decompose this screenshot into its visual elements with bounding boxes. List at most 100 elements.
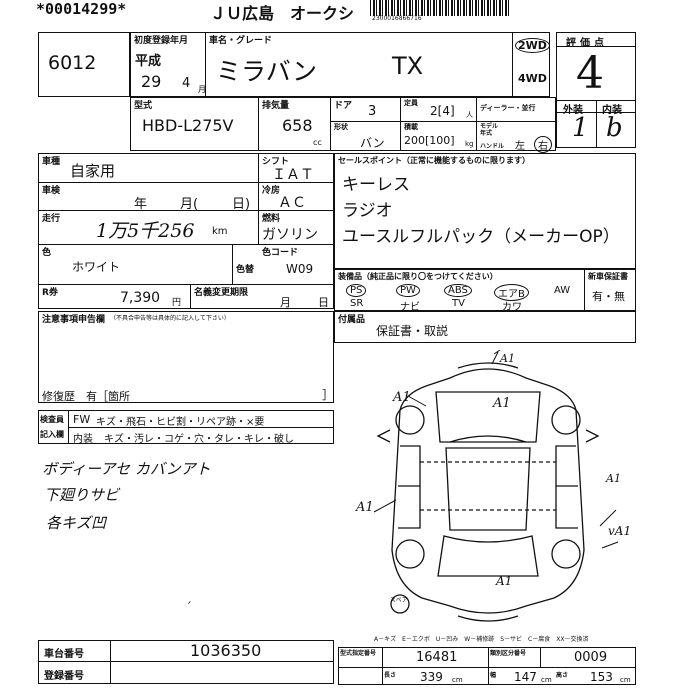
sales-point-item-2: ラジオ xyxy=(342,201,393,221)
notes-sub: （不具合申告等は具体的に記入して下さい） xyxy=(110,315,230,322)
type-no-value: 16481 xyxy=(416,650,458,665)
inspection-year: 年 xyxy=(134,197,148,212)
lot-number: 6012 xyxy=(48,52,97,74)
sales-point-item-3: ユースルフルパック（メーカーOP） xyxy=(342,227,620,247)
type-value: HBD-L275V xyxy=(142,116,234,135)
barcode-digits: 2300016866716 xyxy=(372,15,422,22)
fuel-value: ガソリン xyxy=(262,227,318,243)
capacity-value: 2[4] xyxy=(430,104,455,118)
load-label: 積載 xyxy=(404,123,418,131)
equipment-abs: ABS xyxy=(444,284,472,297)
accessories-box xyxy=(334,311,636,343)
damage-legend: A－キズ E－エクボ U－凹み W－補修跡 S－サビ C－腐食 XX－交換済 xyxy=(374,636,589,643)
inspector-label-2: 記入欄 xyxy=(40,430,64,439)
barcode xyxy=(370,0,510,16)
damage-mark-rear: A1 xyxy=(496,574,513,588)
height-label: 高さ xyxy=(556,672,569,679)
damage-mark-right-side: A1 xyxy=(606,472,621,485)
inspection-label: 車検 xyxy=(42,186,61,196)
type-no-label: 型式指定番号 xyxy=(340,650,377,657)
name-change-label: 名義変更期限 xyxy=(194,288,249,298)
condition-interior-label: 内装 xyxy=(73,434,93,445)
color-code-value: W09 xyxy=(286,262,314,276)
condition-exterior-items: キズ・飛石・ヒビ割・リペア跡・×要 xyxy=(96,417,265,428)
damage-mark-roof: A1 xyxy=(493,396,511,411)
type-label: 型式 xyxy=(134,101,153,111)
displacement-label: 排気量 xyxy=(262,101,290,111)
shift-label: シフト xyxy=(262,157,290,167)
drive-4wd: 4WD xyxy=(518,72,547,85)
chassis-label: 車台番号 xyxy=(44,649,84,660)
rating-score: 4 xyxy=(576,48,604,99)
chassis-value: 1036350 xyxy=(190,641,262,660)
accessories-label: 付属品 xyxy=(338,315,366,325)
model-year-label: モデル年式 xyxy=(480,123,499,137)
load-unit: kg xyxy=(465,140,474,148)
accessories-value: 保証書・取説 xyxy=(376,324,449,338)
inspection-day: 日) xyxy=(232,197,251,212)
equipment-leather: カワ xyxy=(502,302,522,313)
class-no-label: 類別区分番号 xyxy=(490,650,527,657)
damage-mark-front-left: A1 xyxy=(393,390,411,405)
recycle-value: 7,390 xyxy=(120,290,161,306)
handle-right: 右 xyxy=(534,136,552,153)
mileage-unit: km xyxy=(212,226,228,237)
width-label: 幅 xyxy=(490,672,497,679)
fuel-label: 燃料 xyxy=(262,214,281,224)
load-value: 200[100] xyxy=(404,134,455,147)
length-label: 長さ xyxy=(384,672,397,679)
spare-label: スペア xyxy=(390,597,408,604)
shift-value: ＩＡＴ xyxy=(272,167,314,183)
mileage-value: 1万5千256 xyxy=(96,220,195,242)
equipment-sr: SR xyxy=(350,298,364,309)
equipment-navi: ナビ xyxy=(400,302,420,313)
equipment-tv: TV xyxy=(452,298,465,309)
color-code-label: 色コード xyxy=(262,248,299,258)
damage-mark-left-side: A1 xyxy=(356,500,374,515)
usage-label: 車種 xyxy=(42,157,61,167)
color-value: ホワイト xyxy=(72,260,121,274)
rating-label: 評価点 xyxy=(566,38,608,49)
usage-value: 自家用 xyxy=(70,162,116,180)
cooling-label: 冷房 xyxy=(262,186,281,196)
equipment-label: 装備品（純正品に限り〇をつけてください） xyxy=(338,272,498,281)
handwritten-note-3: 各キズ凹 xyxy=(46,514,107,532)
inspector-label-1: 検査員 xyxy=(40,415,64,424)
notes-label: 注意事項申告欄 xyxy=(42,315,106,325)
vehicle-info-box xyxy=(130,32,550,97)
damage-mark-front: A1 xyxy=(500,352,515,365)
equipment-box xyxy=(334,269,636,311)
auction-name: ＪＵ広島 オークシ xyxy=(210,4,355,23)
registration-label: 登録番号 xyxy=(44,671,84,682)
sales-point-label: セールスポイント（正常に機能するものに限ります） xyxy=(338,156,530,165)
sales-point-box xyxy=(334,153,636,269)
chassis-box xyxy=(38,640,334,684)
displacement-unit: cc xyxy=(313,138,322,147)
handwritten-mark: ′ xyxy=(188,600,191,615)
sales-point-item-1: キーレス xyxy=(342,175,410,195)
first-reg-era: 平成 xyxy=(135,54,162,69)
width-value: 147 xyxy=(514,670,537,684)
width-unit: cm xyxy=(541,676,552,684)
capacity-unit: 人 xyxy=(466,111,473,119)
spec-row-box xyxy=(130,97,556,151)
rating-exterior-label: 外装 xyxy=(563,105,583,116)
new-car-warranty-label: 新車保証書 xyxy=(588,272,628,281)
length-unit: cm xyxy=(452,676,463,684)
recycle-label: R券 xyxy=(42,288,58,298)
car-damage-diagram xyxy=(373,350,619,622)
equipment-pw: PW xyxy=(396,284,420,297)
class-no-value: 0009 xyxy=(574,650,608,665)
rating-interior-label: 内装 xyxy=(602,105,622,116)
first-reg-month: 4 xyxy=(182,76,191,91)
new-car-warranty-value: 有・無 xyxy=(592,290,625,303)
repair-history: 修復歴 有［箇所 xyxy=(42,390,130,403)
body-value: バン xyxy=(360,136,385,150)
model-label: 車名・グレード xyxy=(209,36,273,46)
body-label: 形状 xyxy=(334,123,348,131)
model-grade: TX xyxy=(392,52,424,80)
spec-number-box xyxy=(338,647,636,685)
first-reg-year: 29 xyxy=(141,72,162,91)
notes-box xyxy=(38,311,334,403)
equipment-aw: AW xyxy=(554,285,571,296)
